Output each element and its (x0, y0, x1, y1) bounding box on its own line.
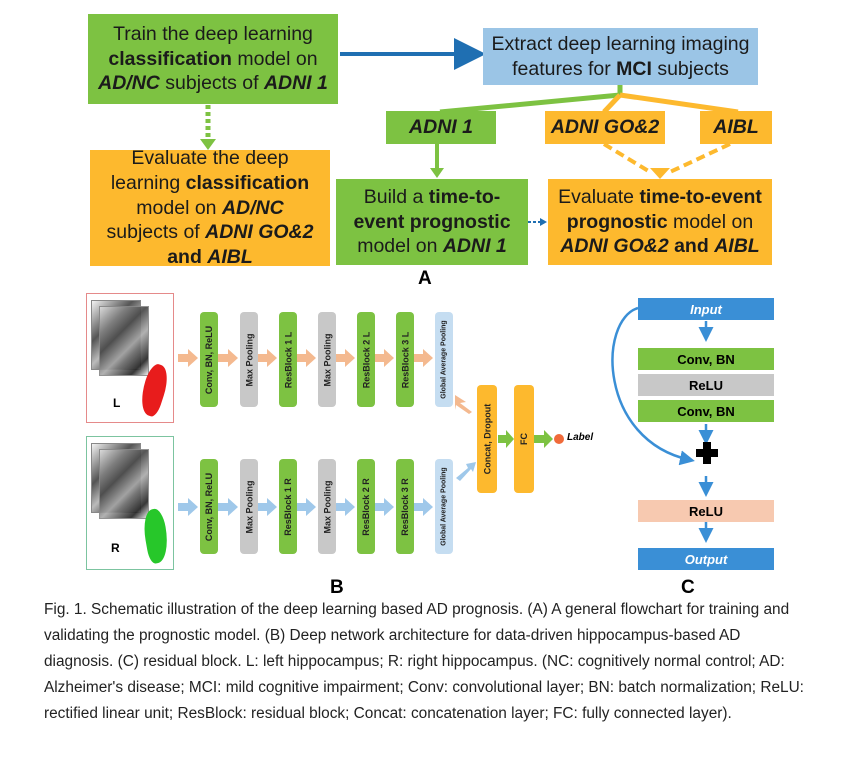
aibl-tag: AIBL (700, 111, 772, 144)
build-tte-text: Build a time-to-event prognostic model o… (353, 185, 511, 258)
evaluate-classification-box: Evaluate the deep learning classificatio… (90, 147, 330, 268)
left-resblock-2-label: ResBlock 2 L (361, 331, 371, 388)
right-resblock-1-label: ResBlock 1 R (283, 477, 293, 536)
resblock-relu-2-label: ReLU (689, 503, 723, 519)
tte-evaluate-arrowhead (650, 168, 670, 179)
aibl-tag-label: AIBL (713, 116, 759, 139)
panel-a-label: A (418, 268, 432, 289)
adni1-to-build-arrowhead (430, 168, 444, 178)
output-label-text: Label (567, 432, 594, 443)
build-to-evaluate-arrowhead (540, 218, 547, 226)
left-mri-slices-back (99, 306, 149, 376)
extract-features-text: Extract deep learning imaging features f… (491, 32, 750, 80)
resblock-input-label: Input (690, 301, 722, 317)
panel-c-label: C (681, 577, 695, 598)
add-icon (696, 442, 718, 464)
adni1-tag: ADNI 1 (386, 111, 496, 144)
right-conv-bn-relu-label: Conv, BN, ReLU (204, 472, 214, 541)
left-global-avg-pooling-label: Global Average Pooling (440, 320, 448, 399)
right-hippocampus-shape (140, 507, 172, 565)
left-global-avg-pooling: Global Average Pooling (435, 312, 453, 407)
right-resblock-1: ResBlock 1 R (279, 459, 297, 554)
adnigo2-to-evaluate-arrow (602, 142, 652, 174)
resblock-conv-bn-2: Conv, BN (638, 400, 774, 422)
resblock-relu-2: ReLU (638, 500, 774, 522)
right-global-avg-pooling: Global Average Pooling (435, 459, 453, 554)
right-resblock-3-label: ResBlock 3 R (400, 477, 410, 536)
right-thumbnail-label: R (111, 541, 120, 555)
left-resblock-2: ResBlock 2 L (357, 312, 375, 407)
right-hippocampus-thumbnail: R (86, 436, 174, 570)
adni1-tag-label: ADNI 1 (409, 116, 473, 139)
extract-features-box: Extract deep learning imaging features f… (483, 28, 758, 85)
train-classification-box: Train the deep learning classification m… (88, 14, 338, 104)
right-resblock-3: ResBlock 3 R (396, 459, 414, 554)
figure-caption: Fig. 1. Schematic illustration of the de… (44, 601, 804, 722)
right-max-pooling-2: Max Pooling (318, 459, 336, 554)
right-resblock-2-label: ResBlock 2 R (361, 477, 371, 536)
evaluate-classification-text: Evaluate the deep learning classificatio… (106, 146, 314, 269)
extract-to-adnigo2-line (602, 93, 622, 114)
right-global-avg-pooling-label: Global Average Pooling (440, 467, 448, 546)
fc-label: FC (519, 433, 529, 445)
resblock-relu-1: ReLU (638, 374, 774, 396)
build-tte-box: Build a time-to-event prognostic model o… (336, 179, 528, 265)
left-resblock-1: ResBlock 1 L (279, 312, 297, 407)
aibl-to-evaluate-arrow (669, 142, 731, 174)
resblock-conv-bn-2-label: Conv, BN (677, 403, 735, 419)
concat-fc-arrows (498, 430, 553, 448)
extract-to-aibl-line (619, 92, 739, 115)
left-max-pooling-1: Max Pooling (240, 312, 258, 407)
left-resblock-3-label: ResBlock 3 L (400, 331, 410, 388)
resblock-input: Input (638, 298, 774, 320)
resblock-output-label: Output (684, 551, 728, 567)
resblock-arrows (611, 306, 714, 543)
evaluate-tte-text: Evaluate time-to-event prognostic model … (558, 185, 762, 258)
concat-dropout-layer: Concat, Dropout (477, 385, 497, 493)
right-mri-slices-back (99, 449, 149, 519)
resblock-output: Output (638, 548, 774, 570)
resblock-conv-bn-1: Conv, BN (638, 348, 774, 370)
concat-dropout-label: Concat, Dropout (482, 403, 492, 475)
extract-to-adni1-line (439, 85, 623, 115)
left-max-pooling-2: Max Pooling (318, 312, 336, 407)
left-resblock-3: ResBlock 3 L (396, 312, 414, 407)
train-classification-text: Train the deep learning classification m… (98, 22, 328, 95)
left-conv-bn-relu-label: Conv, BN, ReLU (204, 325, 214, 394)
right-max-pooling-2-label: Max Pooling (322, 479, 333, 534)
left-resblock-1-label: ResBlock 1 L (283, 331, 293, 388)
left-thumbnail-label: L (113, 396, 121, 410)
adnigo2-tag-label: ADNI GO&2 (550, 116, 660, 139)
right-row-arrows (178, 462, 476, 516)
resblock-relu-1-label: ReLU (689, 377, 723, 393)
adnigo2-tag: ADNI GO&2 (545, 111, 665, 144)
evaluate-tte-box: Evaluate time-to-event prognostic model … (548, 179, 772, 265)
train-to-evaluate-arrowhead (200, 139, 216, 150)
panel-b-label: B (330, 577, 344, 598)
right-conv-bn-relu: Conv, BN, ReLU (200, 459, 218, 554)
right-max-pooling-1-label: Max Pooling (244, 479, 255, 534)
fc-layer: FC (514, 385, 534, 493)
resblock-conv-bn-1-label: Conv, BN (677, 351, 735, 367)
left-conv-bn-relu: Conv, BN, ReLU (200, 312, 218, 407)
right-resblock-2: ResBlock 2 R (357, 459, 375, 554)
left-row-arrows (178, 349, 472, 414)
right-max-pooling-1: Max Pooling (240, 459, 258, 554)
left-max-pooling-2-label: Max Pooling (322, 332, 333, 387)
left-hippocampus-thumbnail: L (86, 293, 174, 423)
left-max-pooling-1-label: Max Pooling (244, 332, 255, 387)
label-output-dot (554, 434, 564, 444)
